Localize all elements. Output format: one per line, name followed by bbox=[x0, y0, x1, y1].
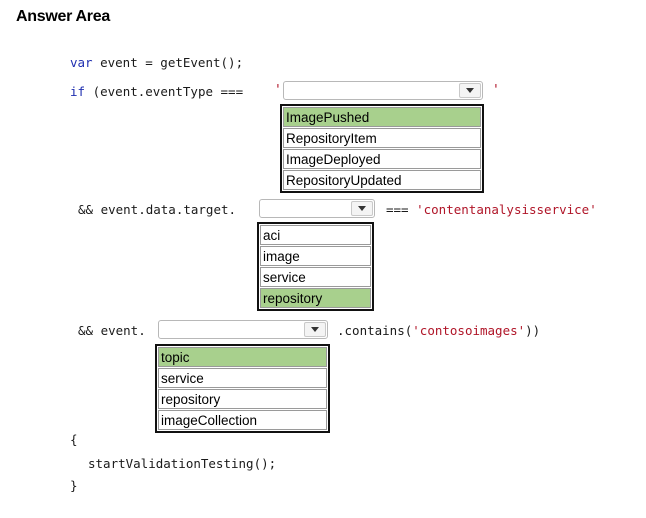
code-body: startValidationTesting(); bbox=[88, 456, 277, 471]
chevron-down-icon bbox=[466, 88, 474, 93]
close-quote: ' bbox=[492, 83, 500, 98]
event-property-dropdown-toggle[interactable] bbox=[304, 322, 326, 337]
keyword-if: if bbox=[70, 84, 86, 99]
target-property-dropdown-toggle[interactable] bbox=[351, 201, 373, 216]
code-line-2: if (event.eventType === bbox=[70, 84, 251, 99]
target-property-option[interactable]: aci bbox=[260, 225, 371, 245]
event-type-option[interactable]: ImagePushed bbox=[283, 107, 481, 127]
string-contosoimages: 'contosoimages' bbox=[412, 323, 526, 338]
event-property-option[interactable]: repository bbox=[158, 389, 327, 409]
code-line-4-tail: .contains('contosoimages')) bbox=[337, 323, 540, 338]
event-type-option[interactable]: RepositoryUpdated bbox=[283, 170, 481, 190]
string-contentanalysisservice: 'contentanalysisservice' bbox=[416, 202, 597, 217]
event-type-dropdown-toggle[interactable] bbox=[459, 83, 481, 98]
equality-operator: === bbox=[386, 202, 409, 217]
event-type-option[interactable]: RepositoryItem bbox=[283, 128, 481, 148]
target-property-options: aci image service repository bbox=[257, 222, 374, 311]
keyword-var: var bbox=[70, 55, 93, 70]
code-line-3: && event.data.target. bbox=[78, 202, 237, 217]
event-property-option[interactable]: service bbox=[158, 368, 327, 388]
event-type-options: ImagePushed RepositoryItem ImageDeployed… bbox=[280, 104, 484, 193]
contains-call: .contains( bbox=[337, 323, 413, 338]
closing-parens: )) bbox=[525, 323, 541, 338]
code-line-1: var event = getEvent(); bbox=[70, 55, 243, 70]
target-property-option[interactable]: repository bbox=[260, 288, 371, 308]
event-property-dropdown[interactable] bbox=[158, 320, 328, 339]
event-type-dropdown[interactable] bbox=[283, 81, 483, 100]
code-line-3-tail: === 'contentanalysisservice' bbox=[386, 202, 597, 217]
target-property-option[interactable]: image bbox=[260, 246, 371, 266]
code-line-4: && event. bbox=[78, 323, 146, 338]
open-quote: ' bbox=[274, 83, 282, 98]
code-line-1-text: event = getEvent(); bbox=[92, 55, 244, 70]
target-property-dropdown[interactable] bbox=[259, 199, 375, 218]
target-property-option[interactable]: service bbox=[260, 267, 371, 287]
close-brace: } bbox=[70, 478, 78, 493]
open-brace: { bbox=[70, 432, 78, 447]
chevron-down-icon bbox=[311, 327, 319, 332]
event-property-option[interactable]: topic bbox=[158, 347, 327, 367]
event-property-option[interactable]: imageCollection bbox=[158, 410, 327, 430]
event-property-options: topic service repository imageCollection bbox=[155, 344, 330, 433]
answer-area-heading: Answer Area bbox=[16, 8, 110, 25]
event-type-option[interactable]: ImageDeployed bbox=[283, 149, 481, 169]
chevron-down-icon bbox=[358, 206, 366, 211]
code-line-2-text: (event.eventType === bbox=[85, 84, 251, 99]
